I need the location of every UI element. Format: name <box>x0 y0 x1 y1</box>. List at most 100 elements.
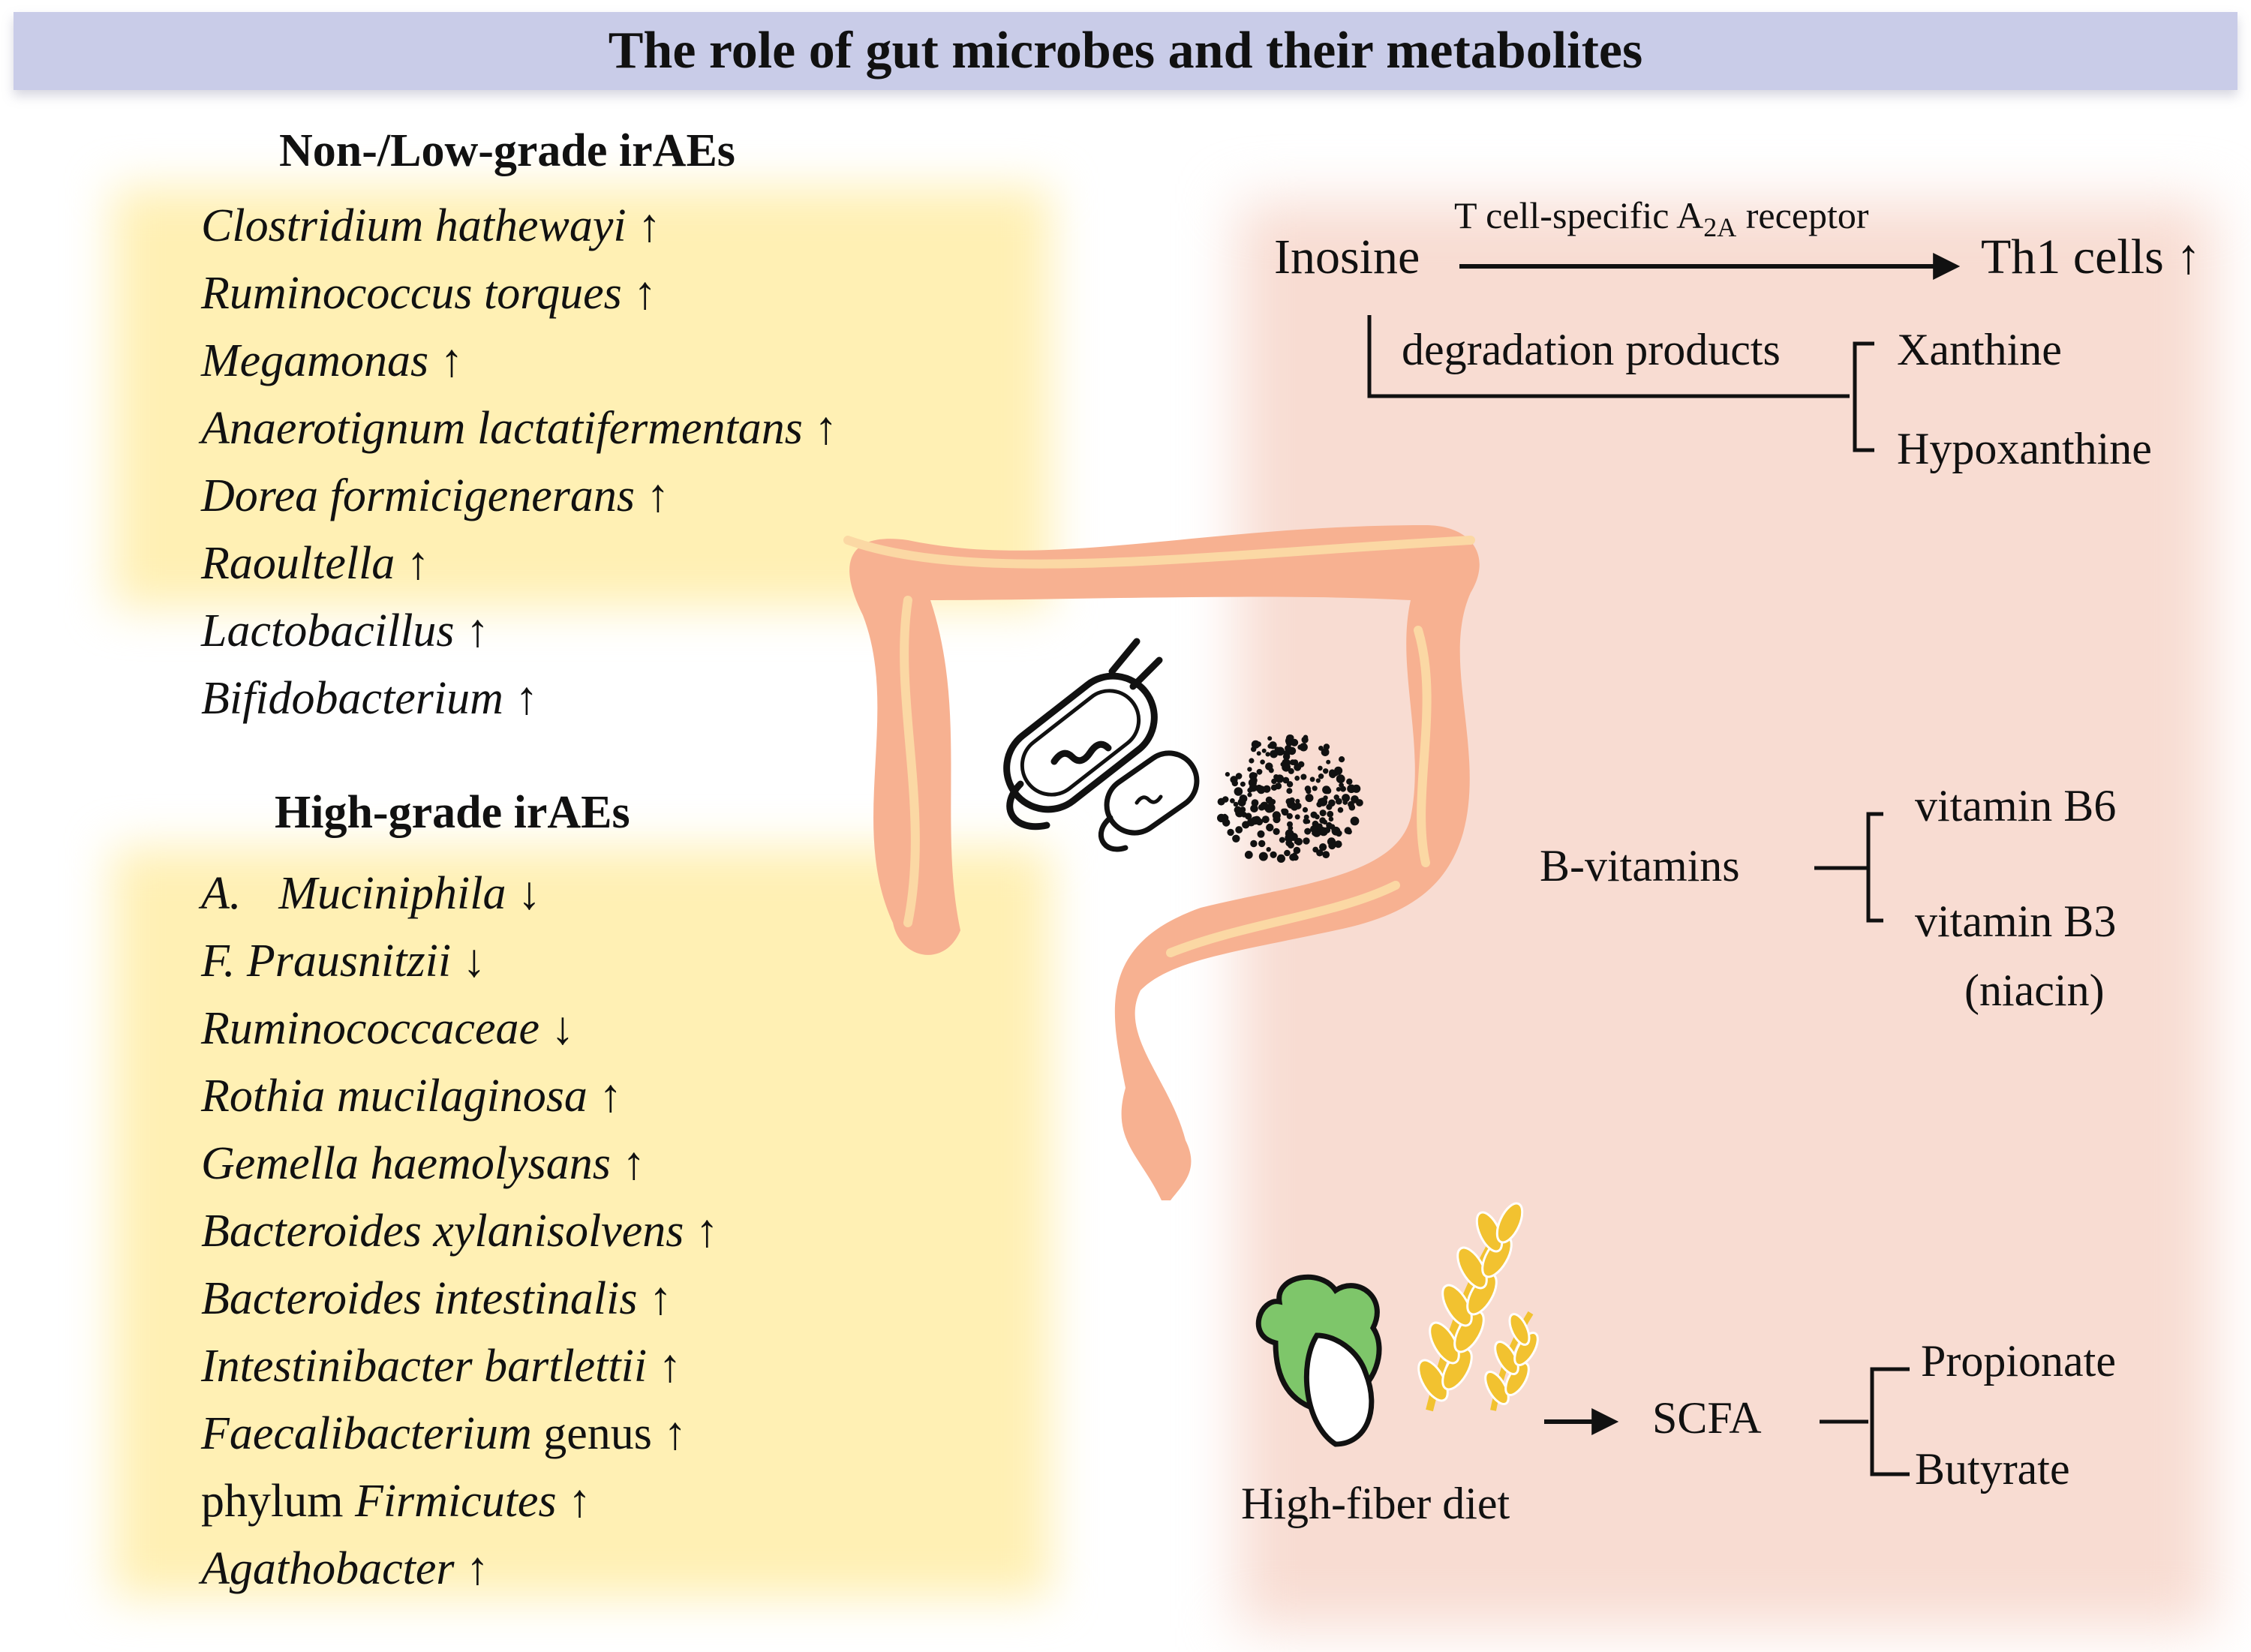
metabolite-dot <box>1275 774 1285 783</box>
vitamin-b3-label: vitamin B3 <box>1915 897 2117 946</box>
increase-arrow-icon: ↑ <box>695 1206 719 1257</box>
metabolite-dot <box>1305 794 1314 803</box>
metabolite-dot <box>1312 846 1319 853</box>
metabolite-dot <box>1346 828 1352 835</box>
taxon-name: Megamonas <box>201 335 429 386</box>
metabolite-dot <box>1245 812 1252 820</box>
metabolite-dot <box>1342 800 1348 805</box>
metabolite-dot <box>1240 781 1246 787</box>
increase-arrow-icon: ↑ <box>406 538 430 589</box>
propionate-label: Propionate <box>1921 1336 2116 1386</box>
metabolite-dot <box>1257 830 1265 838</box>
metabolite-dot <box>1247 818 1255 827</box>
metabolite-dot <box>1294 814 1300 820</box>
taxon-name: Rothia mucilaginosa <box>201 1071 588 1122</box>
taxon-name: Bifidobacterium <box>201 673 503 724</box>
metabolite-dot <box>1230 776 1238 784</box>
metabolite-dot <box>1250 840 1258 848</box>
metabolite-dot <box>1249 758 1255 764</box>
th1-cells-label: Th1 cells ↑ <box>1981 230 2201 284</box>
taxon-name: Agathobacter <box>201 1543 455 1594</box>
metabolite-dot <box>1286 812 1293 819</box>
high-grade-taxa-list: A.Muciniphila ↓F. Prausnitzii ↓Ruminococ… <box>201 860 719 1602</box>
metabolite-dot <box>1322 819 1328 825</box>
metabolite-dot <box>1319 809 1327 817</box>
metabolite-dot <box>1318 797 1328 806</box>
metabolite-highlight <box>1238 203 2213 1628</box>
metabolite-dot <box>1328 799 1336 807</box>
metabolite-dot <box>1288 825 1294 831</box>
metabolite-dot <box>1315 814 1320 820</box>
low-grade-taxa-list: Clostridium hathewayi ↑Ruminococcus torq… <box>201 192 837 732</box>
metabolite-dot <box>1265 762 1273 770</box>
metabolite-dot <box>1233 801 1239 807</box>
taxon-row: Intestinibacter bartlettii ↑ <box>201 1332 719 1400</box>
metabolite-dot <box>1285 834 1294 843</box>
metabolite-dot <box>1303 734 1309 740</box>
wheat-icon <box>1417 1202 1539 1412</box>
metabolite-dot <box>1312 785 1318 791</box>
metabolite-dot <box>1284 849 1291 857</box>
taxon-row: Dorea formicigenerans ↑ <box>201 462 837 530</box>
hypoxanthine-label: Hypoxanthine <box>1897 424 2152 473</box>
increase-arrow-icon: ↑ <box>466 605 490 656</box>
xanthine-label: Xanthine <box>1897 325 2062 374</box>
taxon-name: Clostridium hathewayi <box>201 200 627 251</box>
increase-arrow-icon: ↑ <box>638 200 662 251</box>
metabolite-dot <box>1328 816 1334 822</box>
taxon-row: Bacteroides xylanisolvens ↑ <box>201 1197 719 1265</box>
metabolite-dot <box>1258 852 1268 861</box>
taxon-name: Anaerotignum lactatifermentans <box>201 403 803 454</box>
metabolite-dot <box>1295 798 1300 803</box>
decrease-arrow-icon: ↓ <box>462 936 486 987</box>
b-vitamins-label: B-vitamins <box>1540 841 1740 891</box>
metabolite-dot <box>1294 775 1300 781</box>
metabolite-dot <box>1266 823 1274 832</box>
taxon-prefix: phylum <box>201 1476 355 1527</box>
metabolite-dot <box>1256 751 1261 756</box>
metabolite-dot <box>1350 816 1360 826</box>
metabolite-dot <box>1328 842 1336 850</box>
metabolite-dot <box>1321 748 1330 756</box>
increase-arrow-icon: ↑ <box>658 1341 682 1392</box>
metabolite-dot <box>1289 853 1297 861</box>
increase-arrow-icon: ↑ <box>814 403 838 454</box>
taxon-row: Ruminococcaceae ↓ <box>201 995 719 1062</box>
taxon-row: Faecalibacterium genus ↑ <box>201 1400 719 1467</box>
metabolite-dot <box>1286 781 1294 788</box>
metabolite-dot <box>1261 815 1270 824</box>
metabolite-dot <box>1280 761 1285 767</box>
metabolite-dot <box>1299 743 1308 752</box>
metabolite-dot <box>1322 785 1331 794</box>
taxon-name: Gemella haemolysans <box>201 1138 611 1189</box>
increase-arrow-icon: ↑ <box>633 268 657 319</box>
low-grade-highlight <box>113 188 1050 608</box>
metabolite-dot <box>1356 799 1363 806</box>
metabolite-dot <box>1234 806 1242 814</box>
metabolite-dot <box>1261 748 1267 753</box>
scfa-bracket <box>1870 1367 1910 1476</box>
metabolite-dot <box>1250 804 1258 812</box>
increase-arrow-icon: ↑ <box>646 470 670 521</box>
receptor-label: T cell-specific A2A receptor <box>1454 194 1869 242</box>
metabolite-dot <box>1348 803 1356 811</box>
metabolite-dot <box>1252 783 1257 789</box>
metabolite-dot <box>1256 768 1263 775</box>
metabolite-dot <box>1327 810 1334 818</box>
metabolite-dot <box>1334 766 1343 775</box>
increase-arrow-icon: ↑ <box>663 1408 687 1459</box>
metabolite-dot <box>1257 785 1266 794</box>
metabolite-dot <box>1303 818 1309 824</box>
metabolite-dot <box>1315 778 1321 783</box>
scfa-label: SCFA <box>1652 1393 1762 1443</box>
metabolite-dot <box>1239 794 1248 803</box>
metabolite-dot <box>1300 773 1307 780</box>
metabolite-dot <box>1260 759 1265 764</box>
metabolite-dot <box>1230 798 1235 803</box>
metabolite-dot <box>1281 808 1286 814</box>
metabolite-dot <box>1270 784 1278 791</box>
metabolite-dot <box>1336 774 1345 784</box>
taxon-name: Raoultella <box>201 538 395 589</box>
taxon-row: phylum Firmicutes ↑ <box>201 1467 719 1535</box>
